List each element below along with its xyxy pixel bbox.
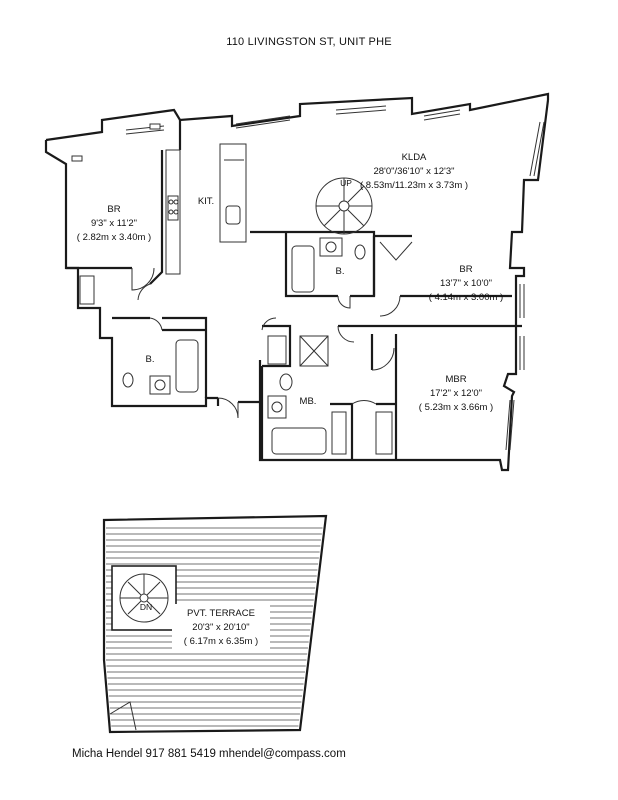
br-east-dims: 13'7" x 10'0"	[440, 278, 492, 289]
room-labels: BR 9'3" x 11'2" ( 2.82m x 3.40m ) KIT. K…	[77, 152, 503, 413]
mbr-dims: 17'2" x 12'0"	[430, 388, 482, 399]
terrace: DN PVT. TERRACE 20'3" x 20'10" ( 6.17m x…	[102, 514, 328, 734]
terrace-label-backdrop	[172, 604, 270, 650]
exterior-walls	[44, 92, 550, 472]
master-bath-fixtures	[267, 335, 393, 455]
listing-title: 110 LIVINGSTON ST, UNIT PHE	[226, 36, 392, 48]
interior-walls	[66, 120, 522, 460]
br-east-name: BR	[459, 264, 472, 275]
klda-name: KLDA	[402, 152, 427, 163]
stair-dn-label: DN	[140, 602, 152, 612]
mbr-metric: ( 5.23m x 3.66m )	[419, 402, 493, 413]
spiral-stair-main	[315, 177, 373, 235]
kitchen-name: KIT.	[198, 196, 214, 207]
br-west-metric: ( 2.82m x 3.40m )	[77, 232, 151, 243]
terrace-name: PVT. TERRACE	[187, 608, 255, 619]
terrace-dims: 20'3" x 20'10"	[192, 622, 249, 633]
agent-contact: Micha Hendel 917 881 5419 mhendel@compas…	[72, 748, 346, 760]
mbath-name: MB.	[300, 396, 317, 407]
bath-west-name: B.	[146, 354, 155, 365]
kitchen-fixtures	[165, 143, 247, 275]
doors	[131, 267, 401, 419]
klda-metric: ( 8.53m/11.23m x 3.73m )	[360, 180, 468, 191]
br-west-dims: 9'3" x 11'2"	[91, 218, 137, 229]
klda-dims: 28'0"/36'10" x 12'3"	[373, 166, 454, 177]
mbr-name: MBR	[445, 374, 466, 385]
bath-mid-name: B.	[336, 266, 345, 277]
terrace-metric: ( 6.17m x 6.35m )	[184, 636, 258, 647]
br-east-metric: ( 4.14m x 3.00m )	[429, 292, 503, 303]
br-west-name: BR	[107, 204, 120, 215]
west-bath-fixtures	[79, 275, 199, 395]
mid-bath-fixtures	[291, 237, 413, 293]
windows	[71, 105, 545, 451]
stair-up-label: UP	[340, 178, 352, 188]
terrace-decking	[106, 527, 323, 727]
